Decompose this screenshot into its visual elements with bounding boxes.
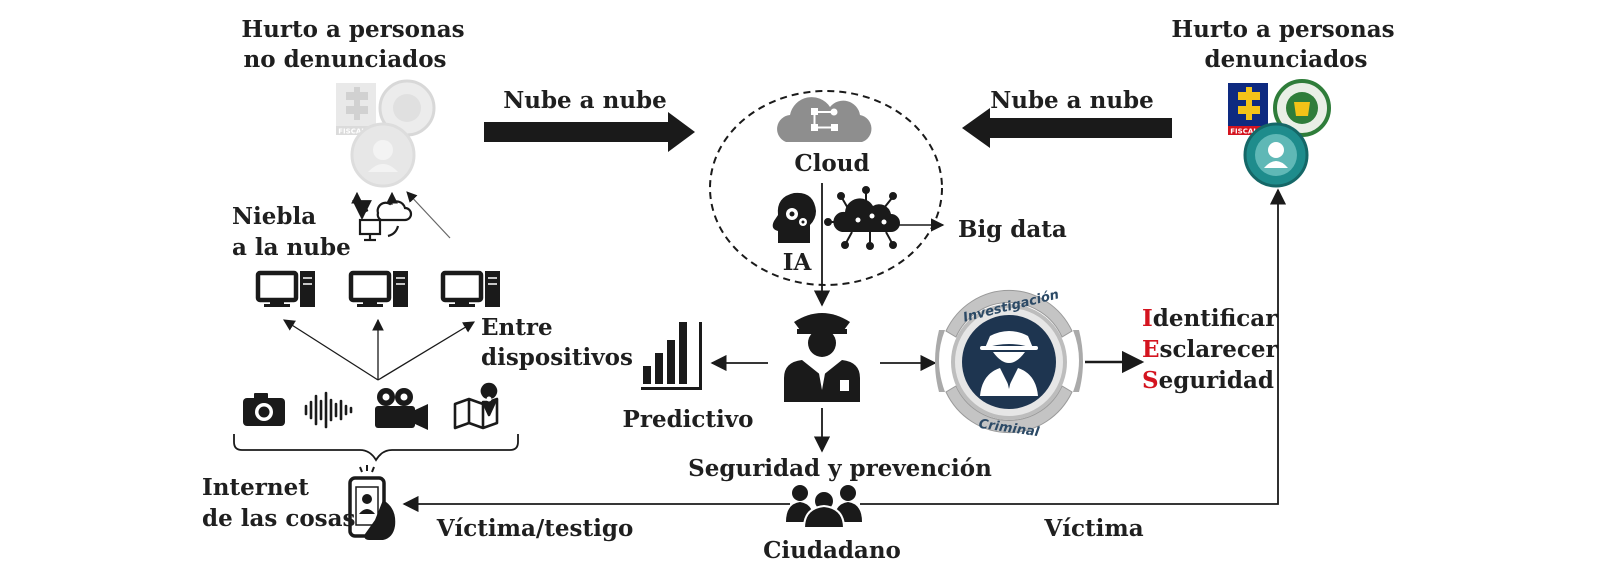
- niebla-label-1: Niebla: [232, 203, 316, 230]
- police-seal-core: [393, 94, 421, 122]
- ia-label: IA: [783, 249, 813, 276]
- seguridad-prevencion-label: Seguridad y prevención: [688, 455, 992, 482]
- esclarecer-rest: sclarecer: [1160, 336, 1279, 363]
- esclarecer-label: Esclarecer: [1142, 336, 1279, 363]
- map-pin-icon: [453, 382, 499, 430]
- fiscalia-text-faded: FISCALIA: [338, 128, 374, 136]
- nube-a-nube-right-label: Nube a nube: [990, 87, 1154, 114]
- identificar-label: Identificar: [1142, 305, 1278, 332]
- citizens-group-icon: [786, 485, 862, 529]
- computer-icon-3: [440, 270, 500, 307]
- big-data-label: Big data: [958, 216, 1067, 243]
- fiscalia-red-band: [1228, 126, 1268, 135]
- hurto-no-denunciados-label-1: Hurto a personas: [241, 16, 464, 43]
- fiscalia-logo-faded: [336, 83, 376, 135]
- hurto-denunciados-label-1: Hurto a personas: [1171, 16, 1394, 43]
- fiscalia-band: [336, 126, 376, 135]
- cloud-dashed-circle: [709, 90, 943, 286]
- arrow-devices-to-logos: [406, 191, 451, 239]
- niebla-label-2: a la nube: [232, 234, 351, 261]
- ai-head-icon: [772, 192, 816, 243]
- computer-icon-1: [255, 270, 315, 307]
- big-data-icon: [824, 186, 900, 250]
- fog-cloud-icon: [352, 200, 413, 242]
- hurto-denunciados-label-2: denunciados: [1205, 46, 1368, 73]
- computer-icon-2: [348, 270, 408, 307]
- police-seal-faded: [378, 79, 436, 137]
- investigation-seal-faded: [350, 122, 416, 188]
- arrow-to-computer-1: [283, 319, 379, 381]
- seguridad-label: Seguridad: [1142, 367, 1274, 394]
- camera-icon: [243, 393, 285, 426]
- seal-detective-head: [1268, 142, 1284, 158]
- police-officer-icon: [784, 313, 860, 402]
- puzzle-icon: [346, 87, 368, 120]
- esclarecer-initial: E: [1142, 336, 1160, 363]
- smartphone-icon: [348, 465, 396, 540]
- criminal-investigation-badge: [935, 289, 1083, 434]
- hurto-no-denunciados-label-2: no denunciados: [244, 46, 447, 73]
- seal-figure-body: [368, 164, 398, 172]
- cloud-label: Cloud: [794, 150, 869, 177]
- seguridad-rest: eguridad: [1159, 367, 1274, 394]
- bar-chart-icon: [641, 322, 702, 390]
- victima-label: Víctima: [1043, 515, 1143, 542]
- iot-label-1: Internet: [202, 474, 309, 501]
- video-camera-icon: [375, 388, 428, 430]
- police-shield-icon: [1294, 102, 1310, 116]
- fiscalia-puzzle-icon: [1238, 87, 1260, 120]
- sensors-brace: [233, 434, 519, 462]
- arrow-citizen-to-denunciados: [860, 188, 1287, 505]
- entre-dispositivos-label-1: Entre: [481, 314, 553, 341]
- seal-figure-head: [373, 140, 393, 160]
- institution-logos: FISCALIA: [1228, 79, 1331, 188]
- big-arrow-left: [962, 108, 1172, 148]
- entre-dispositivos-label-2: dispositivos: [481, 344, 633, 371]
- identificar-rest: dentificar: [1153, 305, 1278, 332]
- predictivo-label: Predictivo: [623, 406, 754, 433]
- fiscalia-text: FISCALIA: [1230, 128, 1266, 136]
- victima-testigo-label: Víctima/testigo: [436, 515, 634, 542]
- sound-wave-icon: [304, 391, 353, 429]
- big-arrow-right: [484, 112, 695, 152]
- seal-detective-body: [1264, 161, 1288, 168]
- identificar-initial: I: [1142, 305, 1153, 332]
- faded-institution-logos: FISCALIA: [336, 79, 436, 188]
- nube-a-nube-left-label: Nube a nube: [503, 87, 667, 114]
- seguridad-initial: S: [1142, 367, 1159, 394]
- iot-label-2: de las cosas: [202, 505, 355, 532]
- arrow-to-computer-3: [377, 321, 476, 381]
- cloud-icon: [777, 97, 872, 142]
- ciudadano-label: Ciudadano: [763, 537, 901, 564]
